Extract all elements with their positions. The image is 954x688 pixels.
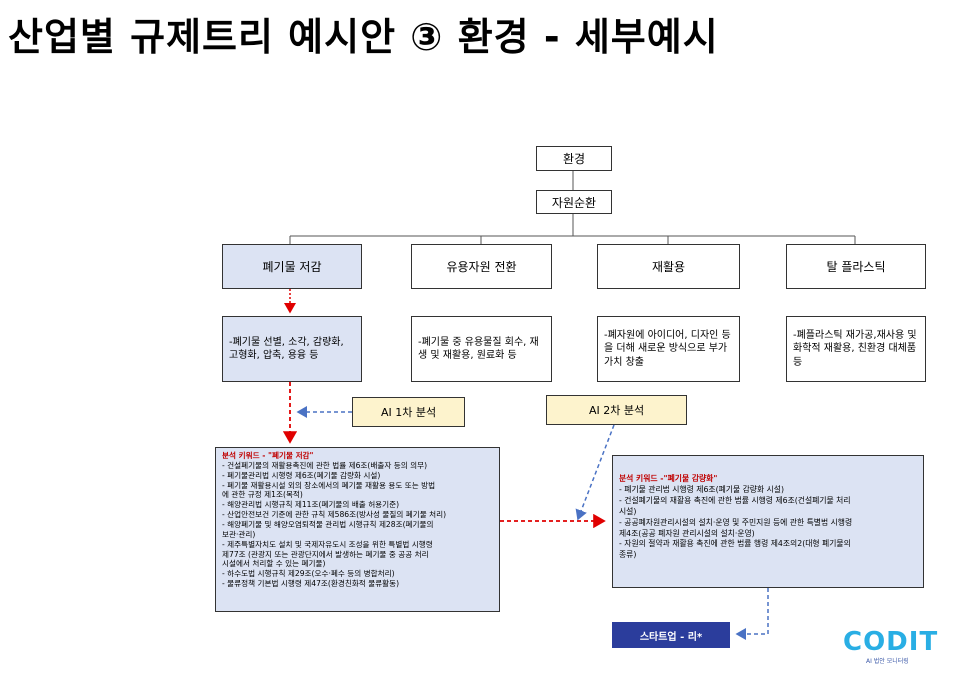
analysis1-item: - 폐기물 재활용시설 외의 장소에서의 폐기물 재활용 용도 또는 방법 — [222, 480, 436, 490]
page-title: 산업별 규제트리 예시안 ③ 환경 - 세부예시 — [8, 15, 719, 59]
analysis2-item: 시설) — [619, 506, 637, 516]
analysis1-item: - 폐기물관리법 시행령 제6조(폐기물 감량화 시설) — [222, 470, 381, 480]
analysis1-panel: 분석 키워드 - "폐기물 저감" - 건설폐기물의 재활용촉진에 관한 법률 … — [215, 447, 500, 612]
desc-recycling: -폐자원에 아이디어, 디자인 등을 더해 새로운 방식으로 부가가치 창출 — [597, 316, 740, 382]
analysis2-item: 제4조(공공 폐자원 관리시설의 설치·운영) — [619, 528, 755, 538]
analysis1-item: - 건설폐기물의 재활용촉진에 관한 법률 제6조(배출자 등의 의무) — [222, 460, 428, 470]
desc-deplastic: -폐플라스틱 재가공,재사용 및 화학적 재활용, 친환경 대체품 등 — [786, 316, 926, 382]
analysis1-item: 보관·관리) — [222, 529, 256, 539]
codit-logo: CODIT — [843, 627, 939, 657]
analysis1-item: - 해양폐기물 및 해양오염퇴적물 관리법 시행규칙 제28조(폐기물의 — [222, 520, 434, 530]
ai-first-analysis-label: AI 1차 분석 — [352, 397, 465, 427]
ai-second-analysis-label: AI 2차 분석 — [546, 395, 687, 425]
analysis2-item: 종류) — [619, 550, 637, 560]
analysis1-item: - 산업안전보건 기준에 관한 규칙 제586조(방사성 물질의 폐기물 처리) — [222, 510, 447, 520]
branch-recycling: 재활용 — [597, 244, 740, 289]
branch-deplastic: 탈 플라스틱 — [786, 244, 926, 289]
analysis1-keyword: 분석 키워드 - "폐기물 저감" — [222, 451, 314, 460]
analysis2-keyword: 분석 키워드 -"폐기물 감량화" — [619, 474, 718, 483]
analysis2-panel: 분석 키워드 -"폐기물 감량화" - 폐기물 관리법 시행령 제6조(폐기물 … — [612, 455, 924, 588]
analysis1-item: 시설에서 처리할 수 있는 폐기물) — [222, 559, 326, 569]
branch-waste-reduction: 폐기물 저감 — [222, 244, 362, 289]
analysis1-item: 제77조 (관광지 또는 관광단지에서 발생하는 폐기물 중 공공 처리 — [222, 549, 429, 559]
desc-waste-reduction: -폐기물 선별, 소각, 감량화, 고형화, 압축, 용융 등 — [222, 316, 362, 382]
analysis2-item: - 자원의 절약과 재활용 촉진에 관한 법률 행령 제4조의2(대형 폐기물의 — [619, 539, 851, 549]
analysis2-item: - 건설폐기물의 재활용 촉진에 관한 법률 시행령 제6조(건설폐기물 처리 — [619, 495, 851, 505]
tree-root: 환경 — [536, 146, 612, 171]
analysis2-item: - 폐기물 관리법 시행령 제6조(폐기물 감량화 시설) — [619, 484, 785, 494]
codit-logo-subtitle: AI 법안 모니터링 — [866, 658, 909, 665]
analysis2-item: - 공공폐자원관리시설의 설치·운영 및 주민지원 등에 관한 특별법 시행령 — [619, 517, 853, 527]
analysis1-item: - 해양관리법 시행규칙 제11조(폐기물의 배출 허용기준) — [222, 500, 400, 510]
analysis1-item: - 물류정책 기본법 시행령 제47조(환경친화적 물류활동) — [222, 579, 400, 589]
branch-resource-conversion: 유용자원 전환 — [411, 244, 552, 289]
analysis1-item: 에 관한 규정 제1조(목적) — [222, 490, 303, 500]
analysis1-item: - 하수도법 시행규칙 제29조(오수·폐수 등의 병합처리) — [222, 569, 395, 579]
analysis1-item: - 제주특별자치도 설치 및 국제자유도시 조성을 위한 특별법 시행령 — [222, 539, 433, 549]
desc-resource-conversion: -폐기물 중 유용물질 회수, 재생 및 재활용, 원료화 등 — [411, 316, 552, 382]
startup-box: 스타트업 - 리* — [612, 622, 730, 648]
tree-level1: 자원순환 — [536, 190, 612, 214]
